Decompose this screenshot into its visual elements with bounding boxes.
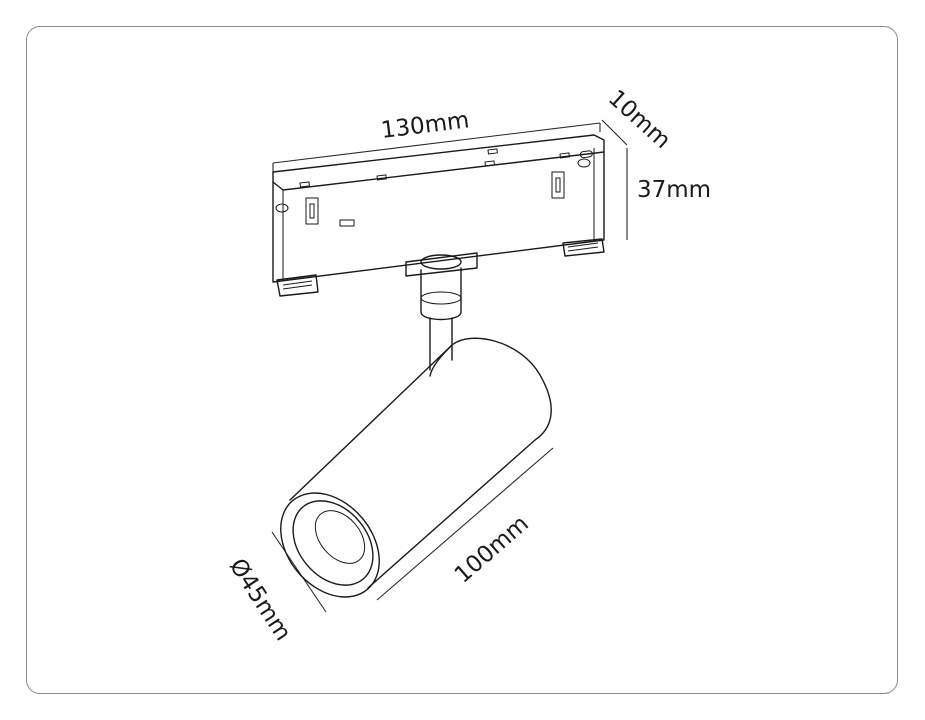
track-adapter xyxy=(272,134,605,297)
dimension-lines xyxy=(271,119,628,613)
body-length-label: 100mm xyxy=(450,511,534,589)
diameter-label: Ø45mm xyxy=(224,554,296,645)
stem-joint xyxy=(420,267,462,371)
drawing-frame xyxy=(26,26,898,694)
length-label: 130mm xyxy=(380,107,471,144)
spotlight-body xyxy=(280,337,552,598)
depth-label: 10mm xyxy=(603,85,675,154)
height-label: 37mm xyxy=(637,177,711,203)
